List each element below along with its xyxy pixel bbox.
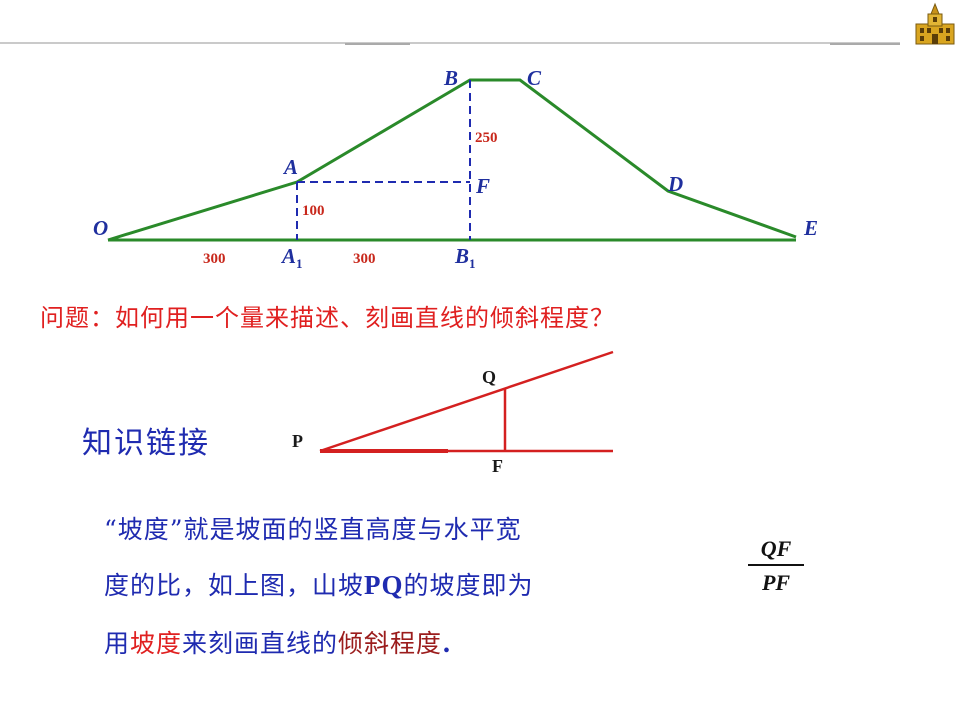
label-A1-sub: 1 (296, 256, 303, 271)
paragraph-line-2-a: 度的比，如上图，山坡 (104, 571, 365, 600)
paragraph-line-3: 用坡度来刻画直线的倾斜程度. (104, 624, 452, 660)
label-B1-sub: 1 (469, 256, 476, 271)
label-B1: B1 (455, 244, 476, 271)
label-B: B (444, 66, 459, 90)
question-text: 问题：如何用一个量来描述、刻画直线的倾斜程度？ (40, 304, 615, 332)
slope-diagram (319, 350, 614, 453)
paragraph-line-2-b: 的坡度即为 (403, 571, 534, 600)
fraction-bar (748, 564, 804, 566)
knowledge-link-heading: 知识链接 (82, 426, 210, 461)
paragraph-line-3-c: 来刻画直线的 (182, 629, 339, 658)
paragraph-inclination-term: 倾斜程度 (338, 629, 443, 658)
label-B1-base: B (455, 244, 470, 268)
slope-profile (107, 78, 797, 242)
fraction-denominator: PF (761, 570, 791, 595)
label-C: C (527, 66, 542, 90)
slope-fraction: QF PF (748, 536, 804, 596)
fraction-numerator: QF (760, 536, 792, 561)
paragraph-slope-term: 坡度 (130, 629, 183, 658)
paragraph-line-3-a: 用 (104, 629, 131, 658)
length-300-left: 300 (203, 251, 226, 267)
length-300-right: 300 (353, 251, 376, 267)
length-250: 250 (475, 130, 498, 146)
slope-line-PQ (319, 350, 614, 453)
label-Q: Q (482, 367, 497, 387)
label-D: D (668, 172, 684, 196)
label-A1-base: A (282, 244, 297, 268)
length-100: 100 (302, 203, 325, 219)
label-F: F (476, 174, 491, 198)
label-E: E (804, 216, 819, 240)
label-A: A (284, 155, 299, 179)
paragraph-line-1: “坡度”就是坡面的竖直高度与水平宽 (104, 515, 522, 544)
label-O: O (93, 216, 109, 240)
dam-cross-section-diagram (107, 78, 797, 242)
label-F-slope: F (492, 456, 503, 476)
paragraph-line-2: 度的比，如上图，山坡PQ的坡度即为 (104, 566, 534, 602)
paragraph-period: . (442, 629, 452, 658)
building-icon (915, 2, 955, 45)
label-P: P (292, 431, 303, 451)
label-A1: A1 (282, 244, 303, 271)
header-decoration (0, 42, 900, 45)
paragraph-PQ: PQ (364, 570, 404, 600)
